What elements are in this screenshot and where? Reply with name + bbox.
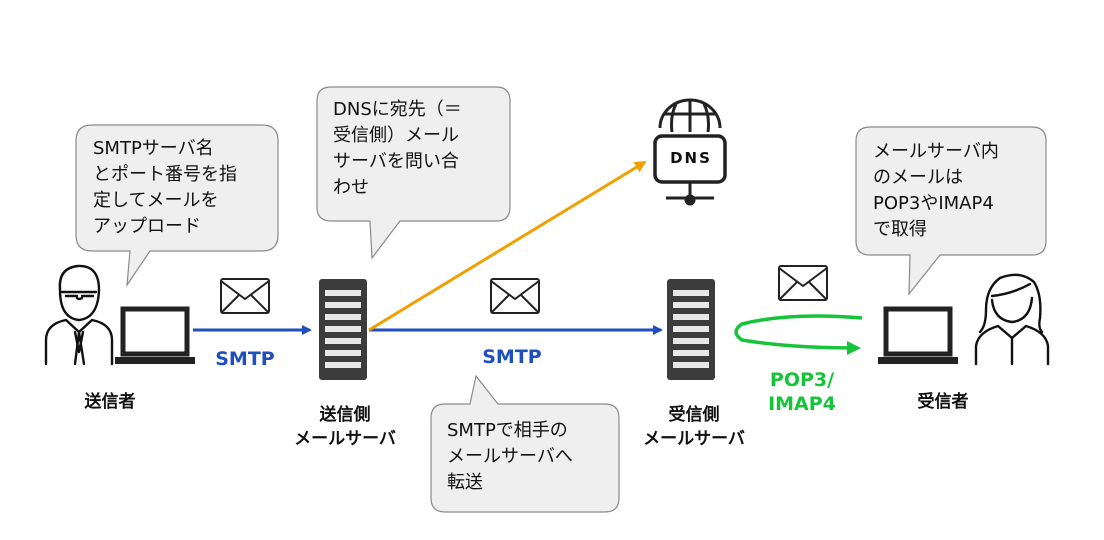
receiving-server-icon [667,279,715,380]
sender-label: 送信者 [84,392,136,412]
pop-imap-label: POP3/ IMAP4 [768,369,836,415]
smtp-label-2: SMTP [482,346,542,368]
receiver-person-icon [974,273,1050,366]
bubble-dns-query-text: DNSに宛先（＝ 受信側）メール サーバを問い合 わせ [333,99,462,198]
receiving-server-label: 受信側 メールサーバ [643,405,745,449]
envelope-icon-2 [490,278,540,314]
sender-person-icon [44,264,114,366]
bubble-dns-query [316,86,511,260]
sending-server-label: 送信側 メールサーバ [294,405,396,449]
envelope-icon-1 [220,278,270,314]
sender-laptop-icon [115,306,195,364]
dns-arrow [368,160,647,332]
envelope-icon-3 [778,265,828,301]
pop-imap-arrow [734,314,863,355]
bubble-transfer [430,374,620,513]
bubble-sender-text: SMTPサーバ名 とポート番号を指 定してメールを アップロード [93,138,237,237]
dns-globe-icon [653,98,727,206]
receiver-laptop-icon [878,306,958,364]
smtp-label-1: SMTP [215,348,275,370]
receiver-label: 受信者 [917,392,969,412]
bubble-transfer-text: SMTPで相手の メールサーバへ 転送 [447,420,573,493]
bubble-retrieve-text: メールサーバ内 のメールは POP3やIMAP4 で取得 [873,141,999,240]
bubble-sender [75,124,279,288]
sending-server-icon [319,279,367,380]
dns-label: DNS [670,149,712,167]
bubble-retrieve [855,126,1047,296]
